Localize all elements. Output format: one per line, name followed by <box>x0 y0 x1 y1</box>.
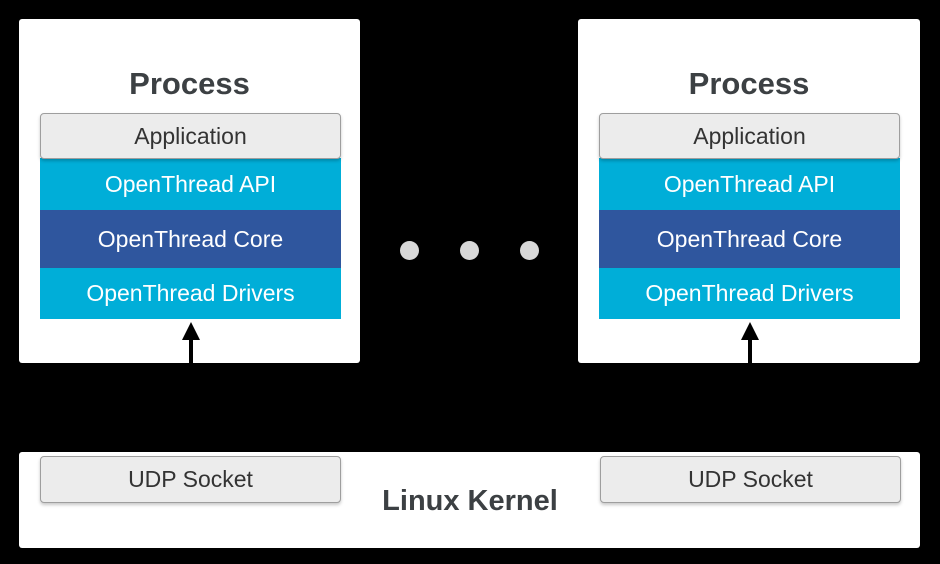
layer-openthread-api-left: OpenThread API <box>40 158 341 210</box>
layer-application-left: Application <box>40 113 341 159</box>
openthread-stack-left: Application OpenThread API OpenThread Co… <box>40 113 341 319</box>
layer-openthread-drivers-right: OpenThread Drivers <box>599 268 900 319</box>
ellipsis-dot-icon-2 <box>460 241 479 260</box>
ellipsis-dot-icon-3 <box>520 241 539 260</box>
process-title-left: Process <box>129 66 250 101</box>
udp-socket-box-right: UDP Socket <box>600 456 901 503</box>
more-processes-ellipsis <box>400 241 540 261</box>
process-panel-right: Process Application OpenThread API OpenT… <box>578 19 920 363</box>
process-title-right: Process <box>688 66 810 101</box>
arrow-up-icon-left <box>182 322 200 366</box>
openthread-stack-right: Application OpenThread API OpenThread Co… <box>599 113 900 319</box>
layer-openthread-core-right: OpenThread Core <box>599 210 900 268</box>
layer-openthread-drivers-left: OpenThread Drivers <box>40 268 341 319</box>
arrow-up-icon-right <box>741 322 759 366</box>
layer-openthread-api-right: OpenThread API <box>599 158 900 210</box>
ellipsis-dot-icon-1 <box>400 241 419 260</box>
layer-application-right: Application <box>599 113 900 159</box>
udp-socket-box-left: UDP Socket <box>40 456 341 503</box>
process-panel-left: Process Application OpenThread API OpenT… <box>19 19 360 363</box>
layer-openthread-core-left: OpenThread Core <box>40 210 341 268</box>
linux-kernel-label: Linux Kernel <box>382 485 558 517</box>
